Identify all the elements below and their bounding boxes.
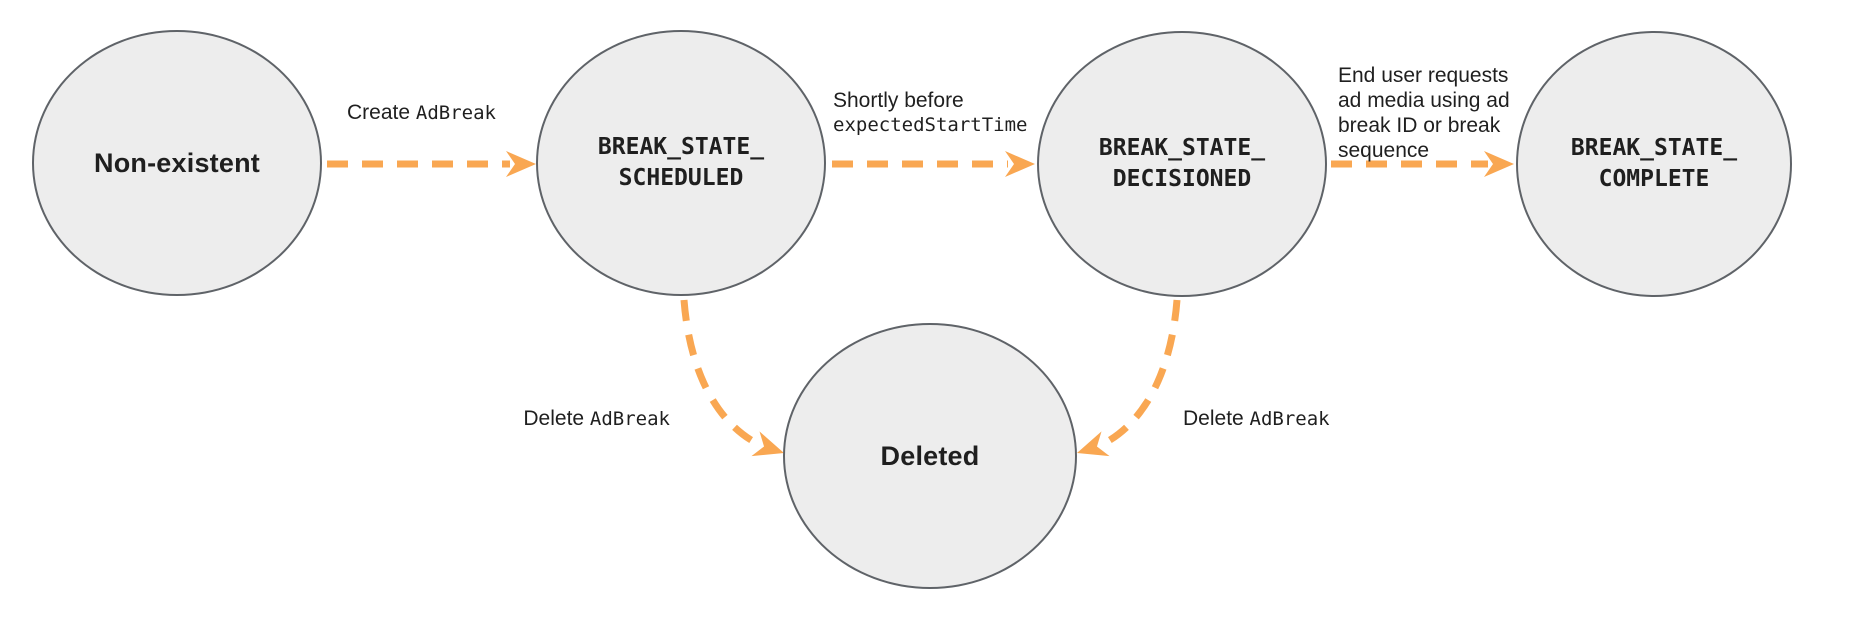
transition-label-code: expectedStartTime — [833, 114, 1028, 136]
state-node-break-state-complete: BREAK_STATE_ COMPLETE — [1516, 31, 1792, 297]
transition-label-text: Delete — [1183, 407, 1250, 430]
transition-label-code: AdBreak — [415, 102, 496, 124]
state-label-deleted: Deleted — [880, 440, 980, 471]
transition-label-delete-adbreak-left: Delete AdBreak — [520, 406, 670, 432]
state-label-non-existent: Non-existent — [94, 147, 260, 178]
arrow-delete-adbreak-left — [680, 299, 764, 450]
arrowhead-delete-adbreak-right-icon — [1077, 431, 1110, 457]
transition-label-text: Create — [347, 101, 416, 124]
transition-label-delete-adbreak-right: Delete AdBreak — [1183, 406, 1330, 432]
state-node-break-state-scheduled: BREAK_STATE_ SCHEDULED — [536, 30, 826, 296]
state-node-deleted: Deleted — [783, 323, 1077, 589]
transition-label-code: AdBreak — [1249, 408, 1330, 430]
state-label-break-state-scheduled: BREAK_STATE_ SCHEDULED — [597, 134, 765, 191]
transition-label-shortly-before: Shortly before expectedStartTime — [833, 88, 1027, 138]
transition-label-create-adbreak: Create AdBreak — [347, 100, 496, 126]
arrow-delete-adbreak-right — [1097, 299, 1181, 450]
transition-label-end-user-requests: End user requests ad media using ad brea… — [1338, 38, 1538, 163]
state-label-break-state-complete: BREAK_STATE_ COMPLETE — [1570, 135, 1738, 192]
arrowhead-delete-adbreak-left-icon — [751, 431, 784, 457]
transition-label-text: Shortly before — [833, 89, 964, 112]
state-node-break-state-decisioned: BREAK_STATE_ DECISIONED — [1037, 31, 1327, 297]
state-node-non-existent: Non-existent — [32, 30, 322, 296]
transition-label-text: End user requests ad media using ad brea… — [1338, 64, 1510, 162]
arrowhead-end-user-requests-icon — [1484, 151, 1514, 177]
arrowhead-create-adbreak-icon — [506, 151, 536, 177]
arrowhead-shortly-before-icon — [1005, 151, 1035, 177]
transition-label-text: Delete — [523, 407, 590, 430]
transition-label-code: AdBreak — [589, 408, 670, 430]
state-label-break-state-decisioned: BREAK_STATE_ DECISIONED — [1098, 135, 1266, 192]
